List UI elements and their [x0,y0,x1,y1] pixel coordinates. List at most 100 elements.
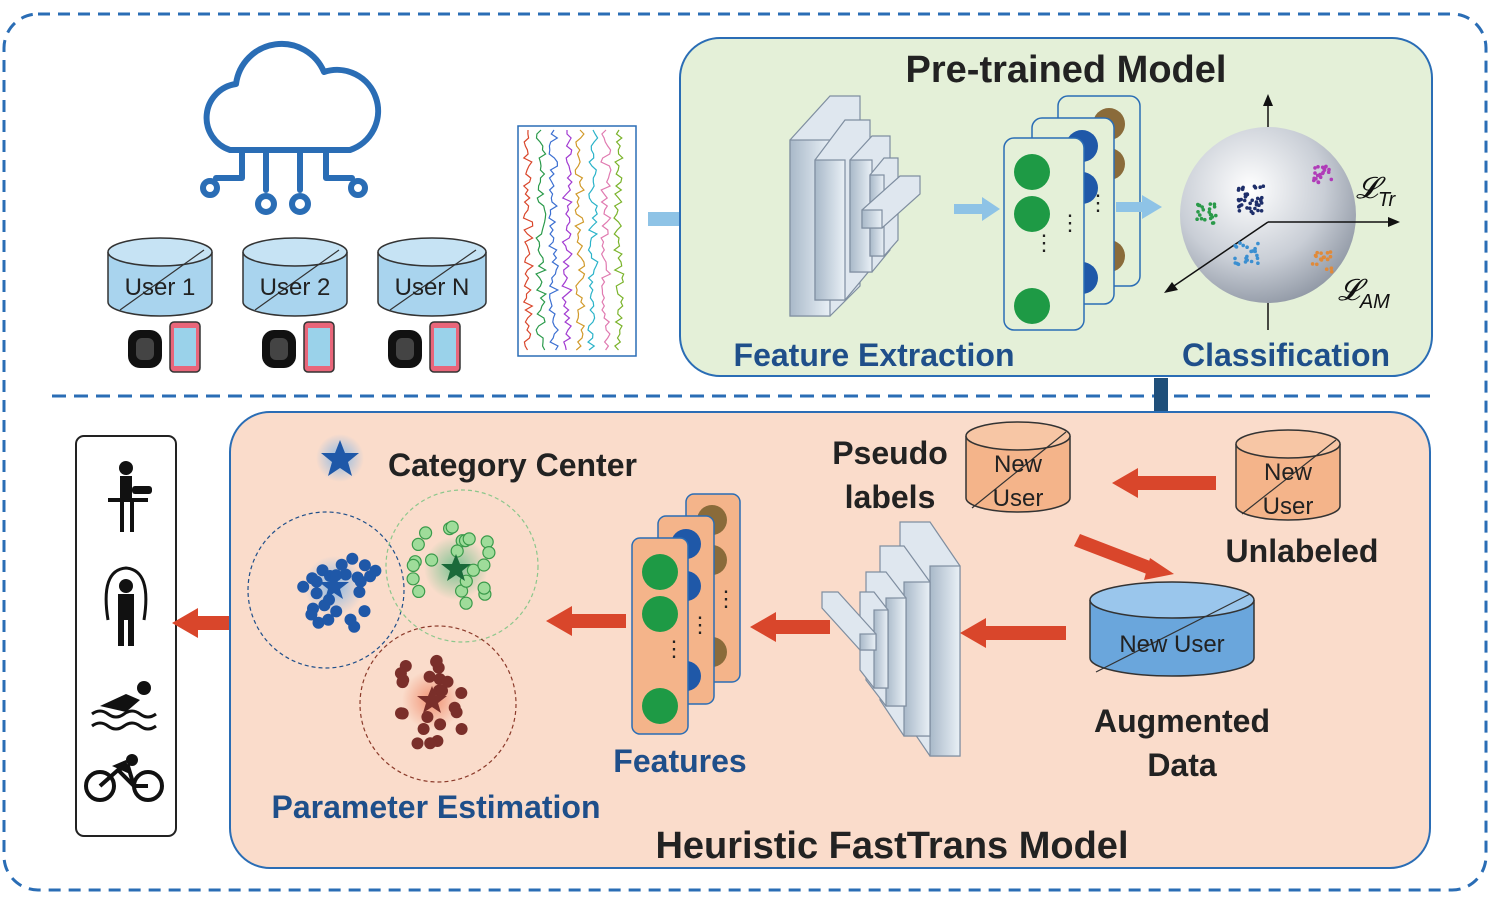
device-pair-3 [388,321,461,373]
pretrained-title: Pre-trained Model [906,49,1227,91]
pseudo-labels-line1: Pseudo [832,435,948,471]
cluster-point [434,718,447,731]
arrow-to-activity [172,608,238,638]
cluster-point [419,526,433,540]
user-label-n: User N [395,274,470,301]
sphere-point [1234,245,1239,249]
svg-text:⋮: ⋮ [715,586,737,611]
cluster-point [297,580,310,593]
cluster-point [354,575,367,588]
classification-sphere: 𝓛Tr 𝓛AM [1164,94,1400,330]
star-icon [321,440,359,476]
cluster-point [335,558,348,571]
ironing-icon [108,461,152,532]
sphere-point [1329,269,1334,274]
sphere-point [1237,209,1242,213]
cluster-point [462,532,476,546]
sphere-point [1254,203,1259,207]
user-label-2: User 2 [260,274,331,301]
sphere-point [1233,261,1238,265]
arrow-to-classifier [1116,195,1162,219]
sphere-point [1255,253,1259,258]
cluster-point [480,535,494,549]
sphere-point [1250,249,1255,253]
signal-trace [613,129,625,351]
loss-tr-label: 𝓛Tr [1356,172,1397,211]
sphere-point [1250,198,1254,203]
new-user-unlabeled-line1: New [1264,459,1313,486]
cluster-point [450,706,463,719]
sphere-point [1253,246,1257,251]
cycling-icon [84,754,164,802]
cluster-green [385,489,539,643]
cluster-point [397,674,410,687]
arrow-cnn-to-features [750,612,830,642]
cluster-point [466,563,480,577]
sphere-point [1319,258,1324,262]
sphere-point [1236,262,1241,267]
cluster-point [412,584,426,599]
cluster-point [445,520,459,534]
sphere-point [1255,196,1260,201]
user-cylinder-n: User N [377,237,487,317]
sphere-point [1238,241,1242,245]
sphere-point [1212,202,1217,206]
category-center-legend: Category Center [316,434,637,483]
sphere-point [1323,165,1328,169]
cluster-point [421,711,434,723]
sphere-point [1203,217,1207,222]
signal-trace [587,129,599,351]
augmented-label-line2: Data [1147,747,1217,783]
cluster-point [459,596,473,610]
sphere-point [1208,216,1213,221]
arrow-unlabeled-to-pseudo [1112,468,1216,498]
cluster-point [424,737,437,750]
cluster-point [406,558,420,573]
sphere-point [1322,255,1326,259]
signal-trace [561,130,573,351]
cluster-point [417,723,430,735]
sphere-point [1259,209,1264,213]
cluster-point [358,559,371,572]
star-icon [441,554,471,581]
unlabeled-label: Unlabeled [1226,533,1379,569]
sphere-point [1245,206,1249,210]
sphere-point [1327,167,1331,172]
svg-text:⋮: ⋮ [1087,190,1109,215]
sphere-point [1312,177,1317,181]
user-cylinder-1: User 1 [107,237,213,317]
loss-am-label: 𝓛AM [1338,274,1390,313]
cluster-point [346,552,359,565]
sphere-point [1315,250,1319,255]
sphere-point [1212,205,1217,209]
svg-text:⋮: ⋮ [1059,210,1081,235]
sphere-point [1253,206,1257,211]
cluster-point [312,616,325,629]
augmented-user-label: New User [1119,631,1224,658]
sphere-point [1245,245,1249,249]
arrow-pseudo-to-augmented [1074,534,1174,580]
svg-text:⋮: ⋮ [1033,230,1055,255]
sphere-point [1239,197,1243,202]
cluster-point [477,581,491,595]
sphere-point [1240,187,1245,192]
category-center-label: Category Center [388,447,637,483]
sphere-point [1329,177,1334,182]
pseudo-labels-line2: labels [845,479,936,515]
sphere-point [1328,254,1333,259]
feature-extraction-label: Feature Extraction [734,337,1015,373]
smartwatch-icon [388,330,422,368]
cluster-point [430,654,443,667]
sphere-point [1209,213,1214,217]
sphere-point [1316,180,1321,185]
new-user-unlabeled-line2: User [1263,493,1314,520]
arrow-features-to-clusters [546,606,626,636]
classification-label: Classification [1182,337,1390,373]
cluster-point [406,572,420,586]
cluster-point [436,684,448,697]
star-icon [319,572,349,599]
sphere-point [1252,184,1257,189]
sphere-point [1238,203,1242,208]
signal-trace [522,129,535,351]
